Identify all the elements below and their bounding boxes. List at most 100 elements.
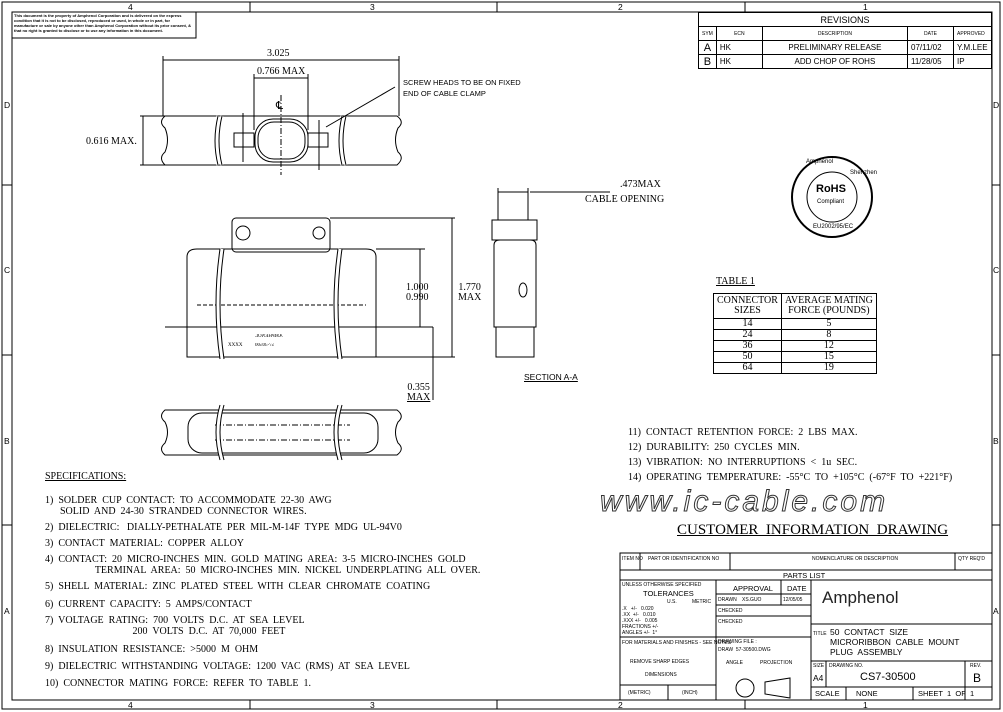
header-line: AVERAGE MATING (784, 295, 873, 306)
tb-drawn: DRAWN (718, 597, 737, 603)
rev-approved: Y.M.LEE (953, 40, 992, 55)
spec-line: 10) CONNECTOR MATING FORCE: REFER TO TAB… (45, 678, 311, 689)
spec-line: 4) CONTACT: 20 MICRO-INCHES MIN. GOLD MA… (45, 554, 466, 565)
size-cell: 36 (713, 340, 782, 352)
rev-desc: PRELIMINARY RELEASE (761, 40, 909, 55)
spec-item: 10) CONNECTOR MATING FORCE: REFER TO TAB… (45, 678, 480, 689)
tb-checked-2: CHECKED (718, 619, 743, 625)
rev-header-sym: SYM (698, 26, 717, 41)
inner-border (11, 11, 993, 701)
zone-row-a-right: A (993, 606, 999, 616)
tb-item-no: ITEM NO (622, 556, 643, 562)
note-14: 14) OPERATING TEMPERATURE: -55°C TO +105… (628, 472, 953, 483)
rev-date: 07/11/02 (907, 40, 954, 55)
tb-metric: METRIC (692, 599, 712, 605)
spec-item: 4) CONTACT: 20 MICRO-INCHES MIN. GOLD MA… (45, 554, 480, 576)
note-11: 11) CONTACT RETENTION FORCE: 2 LBS MAX. (628, 427, 858, 438)
zone-col-1-bottom: 1 (863, 700, 868, 710)
spec-item: 6) CURRENT CAPACITY: 5 AMPS/CONTACT (45, 599, 480, 610)
note-12: 12) DURABILITY: 250 CYCLES MIN. (628, 442, 800, 453)
dim-h1: 1.000 (406, 282, 429, 293)
stamp-rohs: RoHS (816, 183, 846, 195)
tol-line: FRACTIONS +/- (622, 624, 659, 630)
zone-col-2-bottom: 2 (618, 700, 623, 710)
revisions-title: REVISIONS (698, 12, 992, 27)
rev-header-desc: DESCRIPTION (761, 26, 909, 41)
dim-h4b: MAX (407, 392, 431, 403)
marking-xxxx: XXXX (228, 343, 243, 348)
specs-list: 1) SOLDER CUP CONTACT: TO ACCOMMODATE 22… (45, 495, 480, 689)
revision-row: B HK ADD CHOP OF ROHS 11/28/05 IP (698, 54, 992, 69)
tb-drawn-date: 12/05/05 (783, 597, 803, 603)
header-line: SIZES (734, 305, 761, 316)
stamp-compliant: Compliant (817, 199, 845, 205)
zone-col-4: 4 (128, 2, 133, 12)
tol-line: .XX +/- 0.010 (622, 612, 656, 618)
spec-line: 200 VOLTS D.C. AT 70,000 FEET (45, 626, 286, 637)
tb-drawing-file: DRAWING FILE : (718, 639, 757, 645)
tb-angle: ANGLE (726, 660, 743, 666)
tb-projection: PROJECTION (760, 660, 793, 666)
specs-title: SPECIFICATIONS: (45, 471, 127, 482)
tb-size: A4 (813, 673, 824, 683)
title-line: MICRORIBBON CABLE MOUNT (830, 637, 960, 647)
zone-col-4-bottom: 4 (128, 700, 133, 710)
spec-item: 1) SOLDER CUP CONTACT: TO ACCOMMODATE 22… (45, 495, 480, 517)
zone-row-b-right: B (993, 436, 999, 446)
table1-title: TABLE 1 (716, 276, 755, 287)
force-cell: 5 (780, 318, 877, 330)
tb-title-label: TITLE (813, 631, 827, 637)
zone-row-c: C (4, 265, 11, 275)
rev-header-date: DATE (907, 26, 954, 41)
tb-sheet: SHEET 1 OF 1 (918, 689, 975, 698)
stamp-shenzhen: Shenzhen (850, 170, 878, 176)
size-cell: 14 (713, 318, 782, 330)
tb-checked-1: CHECKED (718, 608, 743, 614)
header-line: FORCE (POUNDS) (788, 305, 870, 316)
customer-drawing-title: CUSTOMER INFORMATION DRAWING (677, 522, 949, 538)
dim-h3b: MAX (458, 292, 482, 303)
dim-width-max: 0.766 MAX (257, 66, 306, 77)
rev-approved: IP (953, 54, 992, 69)
tb-tolerances: TOLERANCES (643, 589, 694, 598)
spec-item: 8) INSULATION RESISTANCE: >5000 M OHM (45, 644, 480, 655)
zone-col-3: 3 (370, 2, 375, 12)
zone-row-a: A (4, 606, 10, 616)
marking-part: 57-30500 (255, 343, 275, 348)
spec-line: 7) VOLTAGE RATING: 700 VOLTS D.C. AT SEA… (45, 615, 305, 626)
spec-line: 3) CONTACT MATERIAL: COPPER ALLOY (45, 538, 245, 549)
tb-drawn-by: XS.GUO (742, 597, 762, 603)
spec-item: 9) DIELECTRIC WITHSTANDING VOLTAGE: 1200… (45, 661, 480, 672)
title-line: 50 CONTACT SIZE (830, 627, 909, 637)
size-cell: 64 (713, 362, 782, 374)
rev-ecn: HK (715, 40, 763, 55)
rohs-stamp (791, 156, 873, 238)
rev-header-ecn: ECN (715, 26, 763, 41)
tb-rev-label: REV. (970, 663, 982, 669)
force-cell: 15 (780, 351, 877, 363)
spec-item: 5) SHELL MATERIAL: ZINC PLATED STEEL WIT… (45, 581, 480, 592)
tb-remove-edges: REMOVE SHARP EDGES (630, 659, 690, 665)
tb-nomenclature: NOMENCLATURE OR DESCRIPTION (812, 556, 899, 562)
dim-h2: 0.990 (406, 292, 429, 303)
spec-line: 8) INSULATION RESISTANCE: >5000 M OHM (45, 644, 259, 655)
revision-row: A HK PRELIMINARY RELEASE 07/11/02 Y.M.LE… (698, 40, 992, 55)
tb-size-label: SIZE (813, 663, 825, 669)
dim-height-max: 0.616 MAX. (86, 136, 137, 147)
watermark: www.ic-cable.com (599, 485, 889, 518)
zone-row-d-right: D (993, 100, 1000, 110)
title-line: PLUG ASSEMBLY (830, 647, 903, 657)
dim-cable-max: .473MAX (620, 179, 661, 190)
screw-note-1: SCREW HEADS TO BE ON FIXED (403, 78, 521, 87)
force-cell: 8 (780, 329, 877, 341)
bottom-view (161, 404, 402, 461)
